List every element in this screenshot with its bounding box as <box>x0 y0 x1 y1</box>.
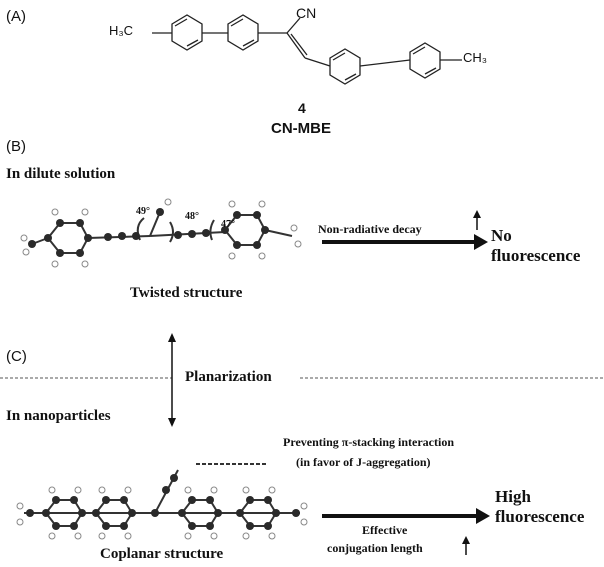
methyl-right-label: CH₃ <box>463 50 488 65</box>
structure-coplanar-label: Coplanar structure <box>100 546 224 562</box>
result-high: High <box>495 487 531 506</box>
note-j-aggregation: (in favor of J-aggregation) <box>296 455 431 469</box>
angle-label-1: 49° <box>136 206 150 217</box>
compound-number: 4 <box>298 100 306 116</box>
process-nonradiative: Non-radiative decay <box>318 222 422 236</box>
panel-a-label: (A) <box>6 8 26 25</box>
note-pi-stacking: Preventing π-stacking interaction <box>283 435 454 449</box>
result-fluorescence-c: fluorescence <box>495 507 585 526</box>
benzene-ring-1 <box>171 14 203 51</box>
cyano-label: CN <box>296 5 317 21</box>
compound-name: CN-MBE <box>271 120 331 137</box>
condition-dilute: In dilute solution <box>6 166 116 182</box>
panel-b-label: (B) <box>6 138 26 155</box>
methyl-left-label: H₃C <box>109 23 134 38</box>
benzene-ring-2 <box>227 14 259 51</box>
benzene-ring-4 <box>409 42 441 79</box>
panel-c-label: (C) <box>6 348 27 365</box>
condition-nanoparticles: In nanoparticles <box>6 408 111 424</box>
structure-twisted-label: Twisted structure <box>130 285 243 301</box>
molecule-skeleton <box>152 14 462 85</box>
result-fluorescence-b: fluorescence <box>491 246 581 265</box>
process-conjugation: conjugation length <box>327 541 423 555</box>
angle-label-2: 48° <box>185 211 199 222</box>
benzene-ring-3 <box>329 48 361 85</box>
planarization-label: Planarization <box>185 369 276 386</box>
result-no: No <box>491 226 512 245</box>
angle-label-3: 47° <box>221 219 235 230</box>
process-effective: Effective <box>362 523 408 537</box>
